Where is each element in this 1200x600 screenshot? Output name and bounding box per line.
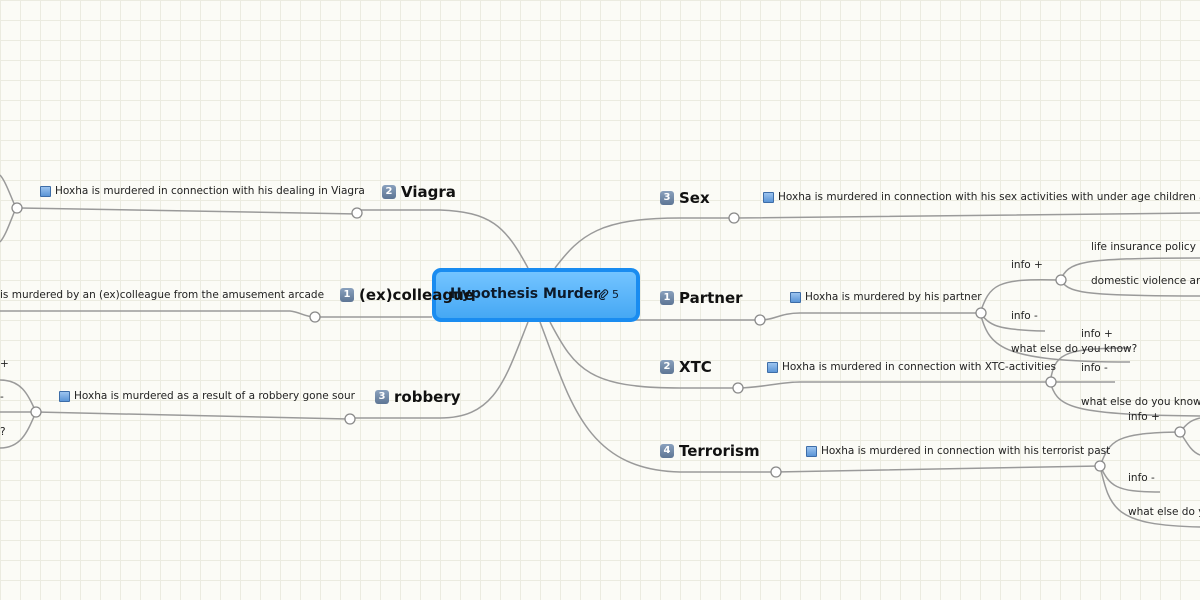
- topic-label: (ex)colleague: [359, 286, 474, 304]
- note-text: Hoxha is murdered in connection with his…: [821, 445, 1111, 457]
- priority-badge: 2: [382, 185, 396, 199]
- note-sex[interactable]: Hoxha is murdered in connection with his…: [763, 191, 1200, 203]
- note-icon: [763, 191, 774, 203]
- note-icon: [767, 361, 778, 373]
- note-text: Hoxha is murdered in connection with his…: [778, 191, 1200, 203]
- note-robbery[interactable]: Hoxha is murdered as a result of a robbe…: [59, 390, 355, 402]
- note-text: Hoxha is murdered as a result of a robbe…: [74, 390, 355, 402]
- note-terrorism[interactable]: Hoxha is murdered in connection with his…: [806, 445, 1110, 457]
- terrorism-info-plus[interactable]: info +: [1128, 411, 1160, 423]
- topic-label: Terrorism: [679, 442, 760, 460]
- topic-label: XTC: [679, 358, 712, 376]
- note-text: Hoxha is murdered by his partner: [805, 291, 982, 303]
- xtc-info-plus[interactable]: info +: [1081, 328, 1113, 340]
- priority-badge: 2: [660, 360, 674, 374]
- paperclip-icon: [598, 289, 609, 300]
- topic-xtc[interactable]: 2 XTC: [660, 358, 712, 376]
- priority-badge: 3: [375, 390, 389, 404]
- central-topic-title: Hypothesis Murder: [450, 286, 601, 302]
- topic-excolleague[interactable]: 1 (ex)colleague: [340, 286, 474, 304]
- topic-label: Sex: [679, 189, 710, 207]
- note-text: is murdered by an (ex)colleague from the…: [0, 289, 325, 301]
- topic-robbery[interactable]: 3 robbery: [375, 388, 461, 406]
- partner-info-plus[interactable]: info +: [1011, 259, 1043, 271]
- note-text: Hoxha is murdered in connection with XTC…: [782, 361, 1057, 373]
- note-xtc[interactable]: Hoxha is murdered in connection with XTC…: [767, 361, 1056, 373]
- central-topic[interactable]: Hypothesis Murder 5: [432, 268, 640, 322]
- partner-detail-violence[interactable]: domestic violence and: [1091, 275, 1200, 287]
- attachment-count: 5: [612, 288, 619, 301]
- topic-partner[interactable]: 1 Partner: [660, 289, 743, 307]
- topic-viagra[interactable]: 2 Viagra: [382, 183, 456, 201]
- priority-badge: 3: [660, 191, 674, 205]
- topic-label: Viagra: [401, 183, 456, 201]
- priority-badge: 1: [660, 291, 674, 305]
- priority-badge: 1: [340, 288, 354, 302]
- topic-terrorism[interactable]: 4 Terrorism: [660, 442, 760, 460]
- note-icon: [790, 291, 801, 303]
- partner-detail-insurance[interactable]: life insurance policy has: [1091, 241, 1200, 253]
- topic-sex[interactable]: 3 Sex: [660, 189, 710, 207]
- robbery-item-question[interactable]: ?: [0, 426, 6, 438]
- note-icon: [40, 185, 51, 197]
- note-icon: [59, 390, 70, 402]
- xtc-what-else-2[interactable]: what else do you know?: [1081, 396, 1200, 408]
- priority-badge: 4: [660, 444, 674, 458]
- note-icon: [806, 445, 817, 457]
- note-viagra[interactable]: Hoxha is murdered in connection with his…: [40, 185, 365, 197]
- attachment-indicator[interactable]: 5: [598, 288, 619, 301]
- robbery-item-minus[interactable]: -: [0, 391, 4, 403]
- topic-label: robbery: [394, 388, 461, 406]
- terrorism-info-minus[interactable]: info -: [1128, 472, 1155, 484]
- note-excolleague[interactable]: is murdered by an (ex)colleague from the…: [0, 289, 324, 301]
- xtc-what-else[interactable]: what else do you know?: [1011, 343, 1138, 355]
- partner-info-minus[interactable]: info -: [1011, 310, 1038, 322]
- xtc-info-minus[interactable]: info -: [1081, 362, 1108, 374]
- robbery-item-plus[interactable]: +: [0, 358, 9, 370]
- note-partner[interactable]: Hoxha is murdered by his partner: [790, 291, 982, 303]
- note-text: Hoxha is murdered in connection with his…: [55, 185, 365, 197]
- terrorism-what-else[interactable]: what else do yo: [1128, 506, 1200, 518]
- topic-label: Partner: [679, 289, 743, 307]
